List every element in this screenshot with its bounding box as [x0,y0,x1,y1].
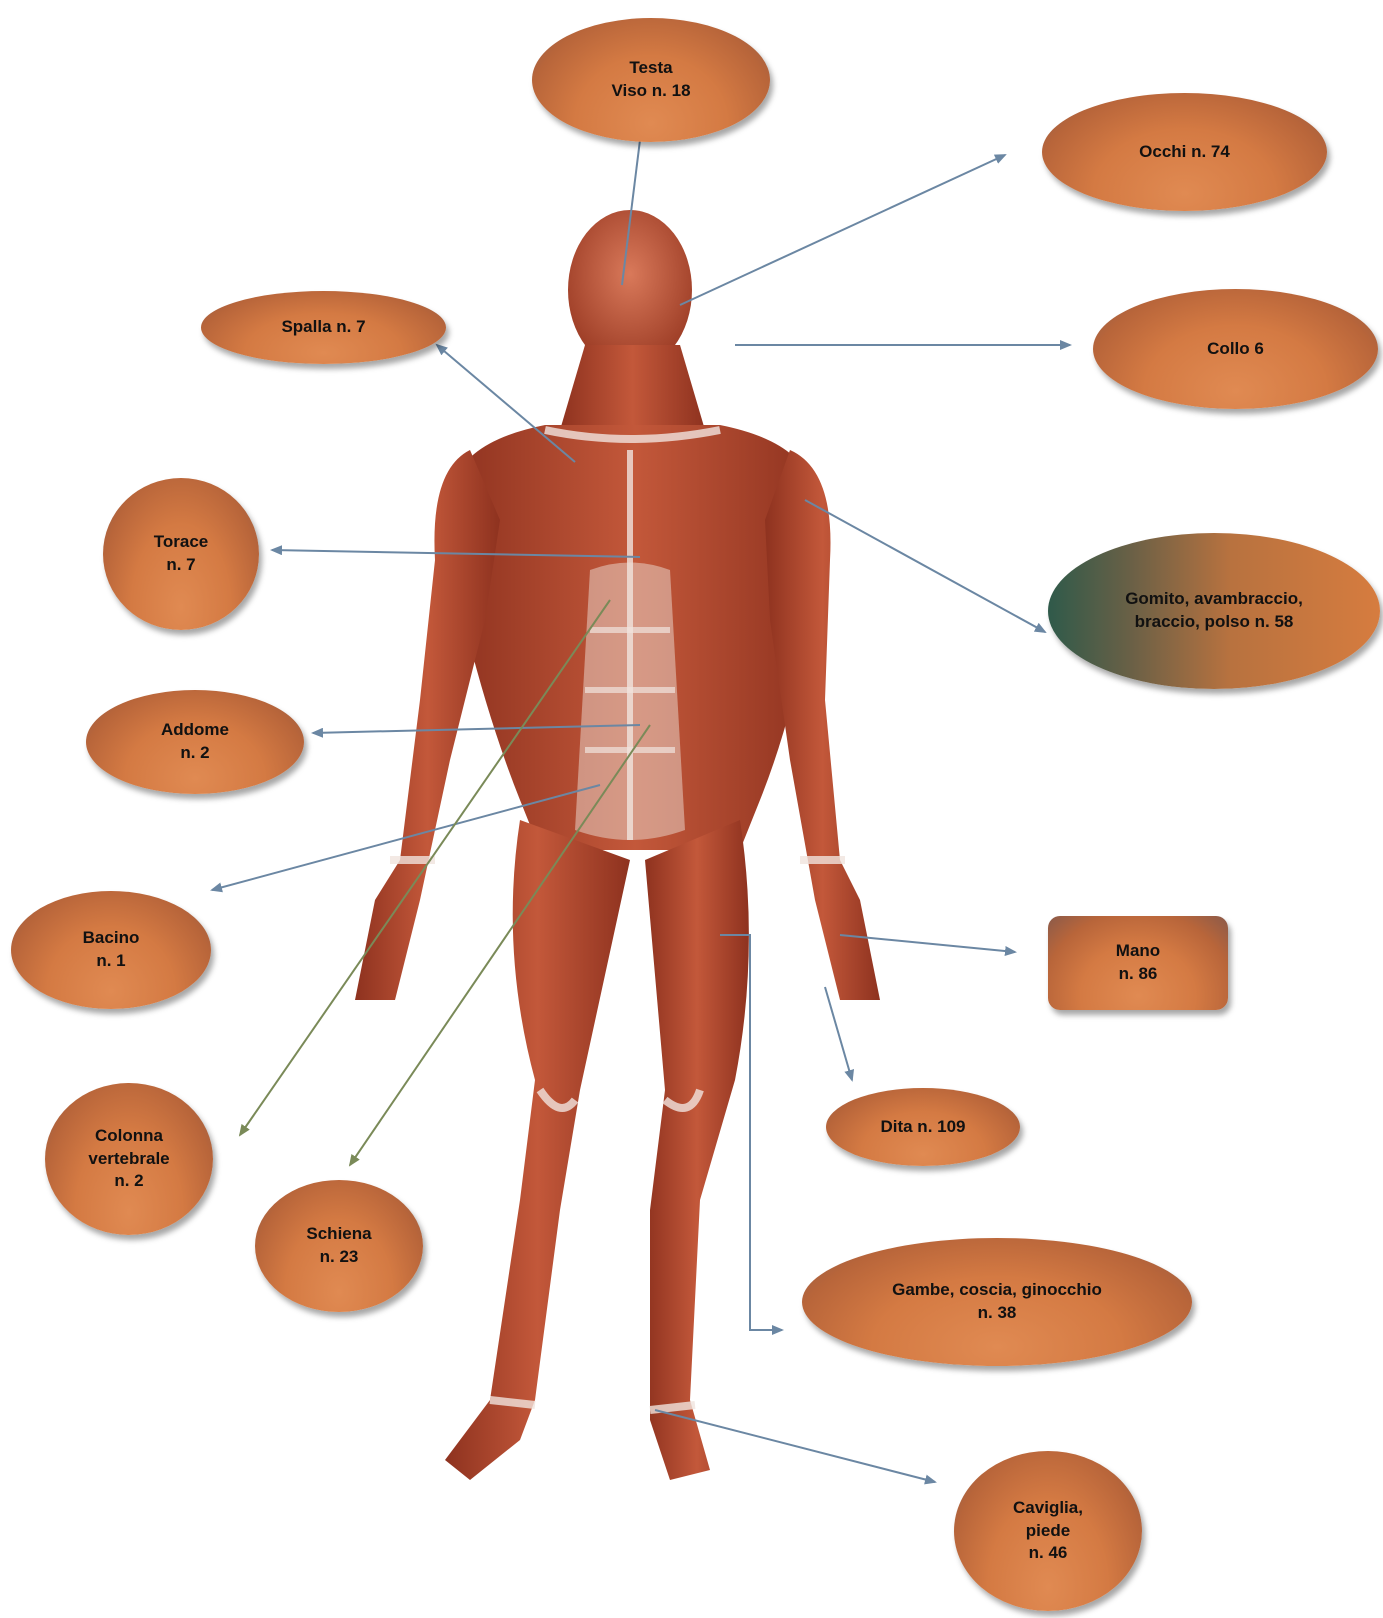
arrow-testa [622,140,640,285]
arrow-caviglia [655,1410,935,1482]
arrow-spalla [437,345,575,462]
label-caviglia-text: Caviglia, piede n. 46 [1013,1497,1083,1566]
arrow-torace [272,550,640,557]
label-gomito-text: Gomito, avambraccio, braccio, polso n. 5… [1125,588,1303,634]
label-spalla-text: Spalla n. 7 [281,316,365,339]
arrow-schiena [350,725,650,1165]
label-schiena: Schiena n. 23 [255,1180,423,1312]
label-occhi-text: Occhi n. 74 [1139,141,1230,164]
arrow-bacino [212,785,600,890]
arrow-mano [840,935,1015,952]
label-dita: Dita n. 109 [826,1088,1020,1166]
arrow-gambe [720,935,782,1330]
label-occhi: Occhi n. 74 [1042,93,1327,211]
label-gambe-text: Gambe, coscia, ginocchio n. 38 [892,1279,1102,1325]
label-gomito: Gomito, avambraccio, braccio, polso n. 5… [1048,533,1380,689]
arrow-addome [313,725,640,733]
label-bacino-text: Bacino n. 1 [83,927,140,973]
label-testa: Testa Viso n. 18 [532,18,770,142]
label-torace-text: Torace n. 7 [154,531,209,577]
label-collo: Collo 6 [1093,289,1378,409]
arrow-dita [825,987,852,1080]
label-colonna-text: Colonna vertebrale n. 2 [88,1125,169,1194]
label-mano: Mano n. 86 [1048,916,1228,1010]
label-gambe: Gambe, coscia, ginocchio n. 38 [802,1238,1192,1366]
label-caviglia: Caviglia, piede n. 46 [954,1451,1142,1611]
arrow-gomito [805,500,1045,632]
label-spalla: Spalla n. 7 [201,291,446,364]
label-addome-text: Addome n. 2 [161,719,229,765]
label-torace: Torace n. 7 [103,478,259,630]
label-collo-text: Collo 6 [1207,338,1264,361]
label-mano-text: Mano n. 86 [1116,940,1160,986]
arrow-occhi [680,155,1005,305]
label-dita-text: Dita n. 109 [880,1116,965,1139]
label-addome: Addome n. 2 [86,690,304,794]
label-testa-text: Testa Viso n. 18 [611,57,690,103]
label-colonna: Colonna vertebrale n. 2 [45,1083,213,1235]
label-schiena-text: Schiena n. 23 [306,1223,371,1269]
label-bacino: Bacino n. 1 [11,891,211,1009]
